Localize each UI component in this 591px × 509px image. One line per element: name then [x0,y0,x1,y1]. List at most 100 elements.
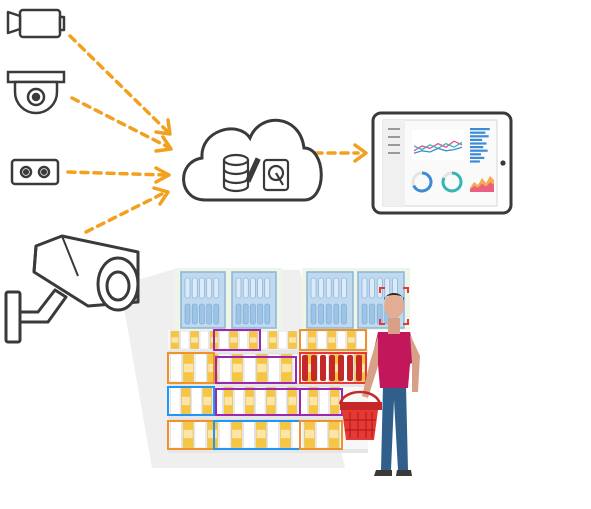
product-label-stripe [207,429,217,439]
product-label-stripe [220,337,228,343]
product-label-stripe [171,396,180,406]
bar-mark [470,131,486,134]
product-label-stripe [244,429,254,439]
product-label-stripe [191,337,198,343]
sauce-bottle [338,355,344,381]
product-label-stripe [259,337,267,343]
product-label-stripe [256,429,266,439]
product-label-stripe [220,363,230,373]
detection-box [167,352,215,384]
bar-mark [470,146,484,149]
bottle [206,277,212,299]
fridge-doors [180,271,405,329]
product-label-stripe [347,337,355,343]
product-label-stripe [289,337,296,343]
product-label-stripe [305,429,315,439]
bottle [199,277,205,299]
bottle [213,277,220,299]
product-label-stripe [309,396,318,406]
product-label-stripe [245,396,254,406]
product-label-stripe [306,363,316,373]
bottle [318,303,324,325]
product-label-stripe [279,337,287,343]
bar-mark [470,149,488,152]
bottle [206,303,212,325]
sauce-bottle [329,355,335,381]
bottle [325,277,332,299]
product-label-stripe [171,429,181,439]
product-label-stripe [224,396,233,406]
bottle [341,277,347,299]
product-label-stripe [357,337,365,343]
bar-mark [470,156,485,159]
product-label-stripe [171,337,179,343]
shelf-board [168,383,368,387]
box-camera-icon [6,8,66,39]
bar-mark [470,135,489,138]
bottle [318,277,324,299]
sensor-camera-icon [10,158,60,186]
bottle [199,303,205,325]
detection-box [213,329,261,351]
product-label-stripe [220,429,230,439]
bar-mark [470,138,483,141]
product-label-stripe [195,429,205,439]
bottle [235,277,242,299]
bottle [264,303,271,325]
bottle [333,277,340,299]
product-label-stripe [245,363,255,373]
bullet-camera-icon [4,234,140,344]
detection-box [299,420,343,450]
product-label-stripe [317,429,327,439]
donut-arc [411,171,433,193]
product-label-stripe [277,396,286,406]
data-flow-arrows [66,34,360,234]
product-label-stripe [338,337,345,343]
bottle [257,277,263,299]
shopper-figure [338,287,420,476]
bottle [184,303,191,325]
bottle [369,277,375,299]
bar-mark [470,142,487,145]
sauce-bottle [347,355,353,381]
sauce-bottle [320,355,326,381]
product-label-stripe [320,396,328,406]
arrow-heads [152,118,368,206]
product-label-stripe [200,337,208,343]
product-label-stripe [182,396,190,406]
product-label-stripe [171,363,181,373]
product-label-stripe [256,396,265,406]
product-label-stripe [249,337,257,343]
bottle [264,277,271,299]
product-label-stripe [232,429,242,439]
product-label-stripe [330,396,339,406]
bottle [242,277,249,299]
shelf-board [168,416,368,420]
bottle [250,303,256,325]
bottle [257,303,263,325]
shelf-board [168,449,368,453]
product-label-stripe [298,337,306,343]
bottle [333,303,340,325]
product-label-stripe [292,429,302,439]
product-label-stripe [280,429,290,439]
product-label-stripe [269,363,279,373]
product-label-stripe [269,337,277,343]
product-label-stripe [294,363,304,373]
dome-camera-icon [6,70,66,115]
product-label-stripe [318,337,326,343]
hard-drive-icon [262,158,290,192]
product-label-stripe [214,396,222,406]
line-series [413,146,463,154]
bottle [213,303,220,325]
detection-box [215,356,297,384]
product-label-stripe [235,396,243,406]
product-label-stripe [230,337,238,343]
sauce-bottle [356,355,362,381]
cloud-icon [182,118,323,202]
product-label-stripe [196,363,206,373]
dashboard-sidebar [383,120,405,206]
bottle [191,277,198,299]
product-label-stripe [328,337,336,343]
